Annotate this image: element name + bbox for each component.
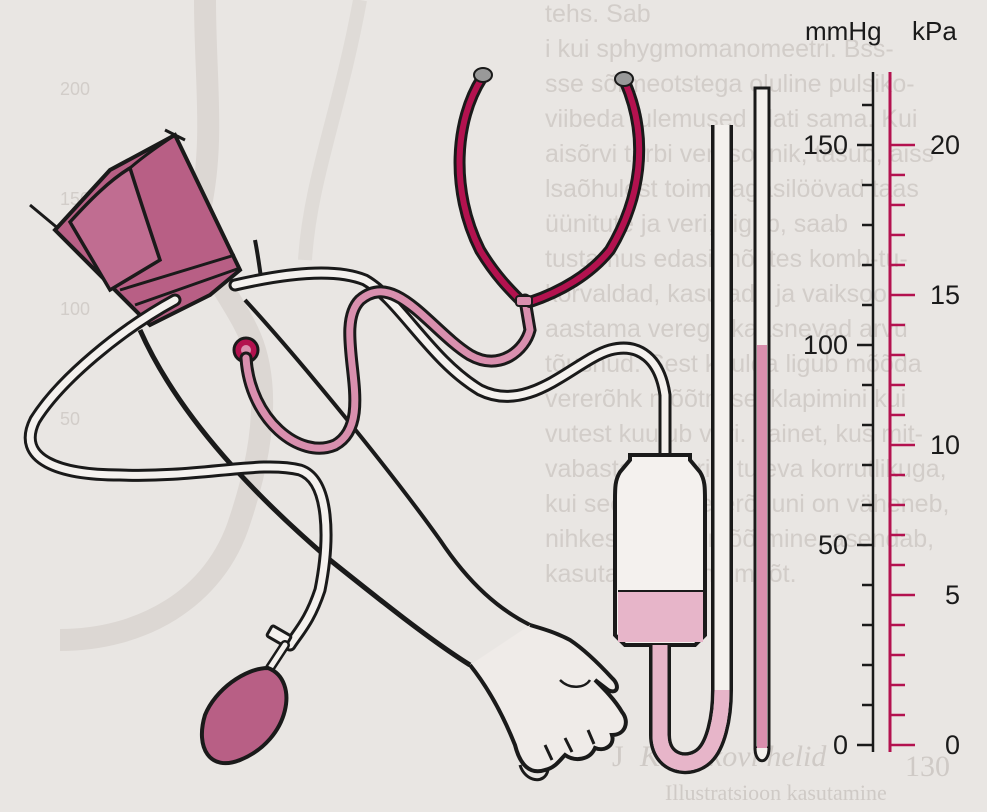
kpa-label: 10 xyxy=(930,430,960,460)
stethoscope-right-earpiece xyxy=(615,72,633,86)
column-bottom xyxy=(755,748,769,761)
mmhg-unit-label: mmHg xyxy=(805,16,882,46)
background-text-line: aisõrvi tarbi veresoonik, tasub, aiss xyxy=(545,140,934,168)
background-scale-mark: 100 xyxy=(60,299,90,319)
background-caption-number: 130 xyxy=(905,750,950,783)
mercury-column xyxy=(757,345,767,748)
mmhg-label: 150 xyxy=(803,130,848,160)
background-caption-prefix: J xyxy=(612,740,624,773)
mmhg-label: 100 xyxy=(803,330,848,360)
stethoscope-y-junction xyxy=(516,296,532,306)
background-caption-sub: Illustratsioon kasutamine xyxy=(665,780,887,805)
reservoir-mercury xyxy=(618,591,703,642)
kpa-label: 15 xyxy=(930,280,960,310)
background-text-line: tehs. Sab xyxy=(545,0,651,28)
background-text-line: vabastab arterist tuleva korrutlikuga, xyxy=(545,455,947,483)
background-scale-mark: 200 xyxy=(60,79,90,99)
background-scale-mark: 50 xyxy=(60,409,80,429)
background-text-line: sse sõrmeotstega oluline pulsiko- xyxy=(545,70,915,98)
kpa-label: 0 xyxy=(945,730,960,760)
background-text-line: üünitute ja veri, liigub, saab xyxy=(545,210,848,238)
kpa-label: 20 xyxy=(930,130,960,160)
background-text-line: nihkesse rõhu mõõtmine, asendab, xyxy=(545,525,934,553)
mmhg-label: 50 xyxy=(818,530,848,560)
stethoscope-left-earpiece xyxy=(474,68,492,82)
mmhg-label: 0 xyxy=(833,730,848,760)
kpa-unit-label: kPa xyxy=(912,16,957,46)
kpa-label: 5 xyxy=(945,580,960,610)
